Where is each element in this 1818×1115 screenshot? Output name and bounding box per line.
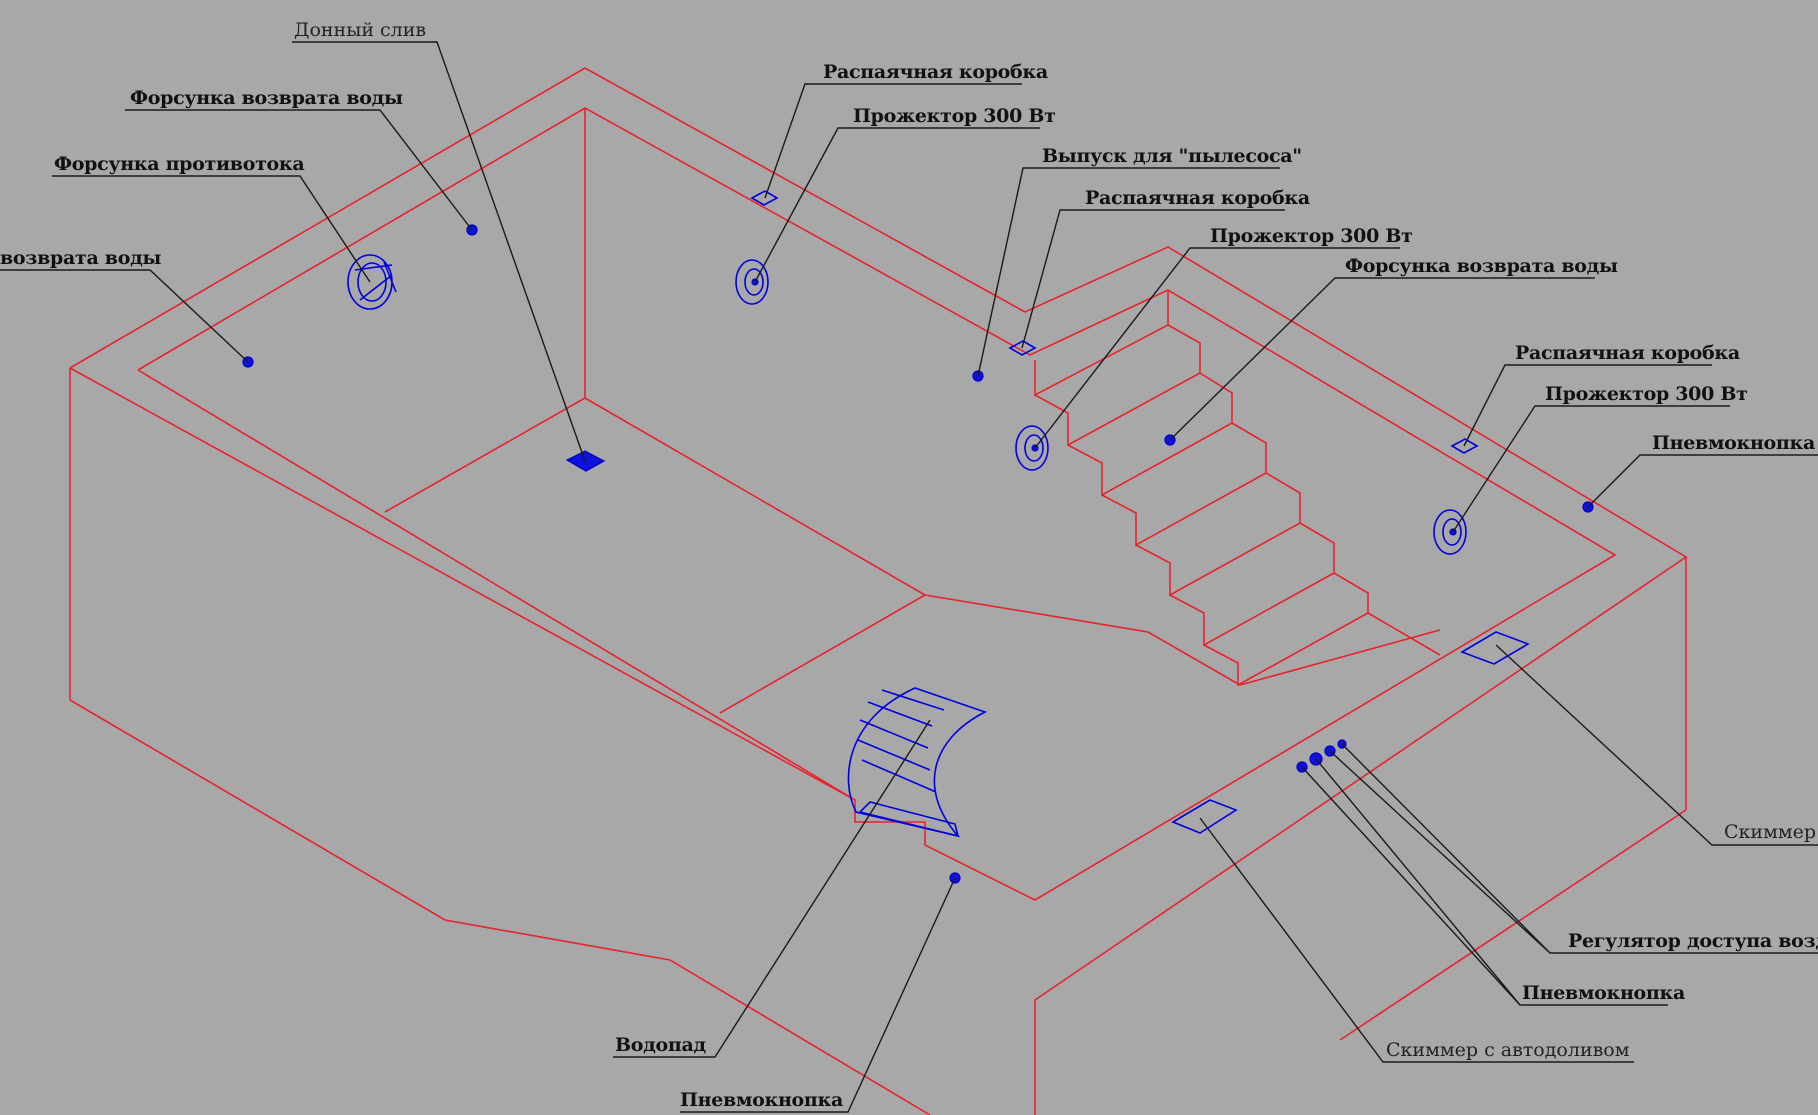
pool-floor-back-edge xyxy=(584,397,926,596)
spotlight-2-icon xyxy=(1015,425,1049,471)
label-spotlight-2: Прожектор 300 Вт xyxy=(1210,225,1413,247)
pool-structure xyxy=(69,67,1688,1115)
label-pneumo-button-bottom: Пневмокнопка xyxy=(1522,982,1685,1004)
skimmer-icon xyxy=(1460,631,1530,665)
label-counterflow-nozzle: Форсунка противотока xyxy=(54,153,304,175)
label-return-nozzle-left: возврата воды xyxy=(0,247,161,269)
label-bottom-drain: Донный слив xyxy=(294,19,426,41)
pool-front-rim xyxy=(69,367,1036,901)
label-pneumo-button-front: Пневмокнопка xyxy=(680,1089,843,1111)
pool-right-bottom-edge xyxy=(1339,809,1687,1041)
junction-box-2-icon xyxy=(1008,340,1037,356)
pool-floor-deep-edge xyxy=(924,594,1149,633)
spotlight-3-icon xyxy=(1433,509,1467,555)
label-junction-box-1: Распаячная коробка xyxy=(823,61,1048,83)
label-spotlight-1: Прожектор 300 Вт xyxy=(853,105,1056,127)
pool-floor-slope-edge xyxy=(719,594,926,714)
label-junction-box-2: Распаячная коробка xyxy=(1085,187,1310,209)
pool-stairs xyxy=(1034,290,1441,687)
labels: Донный слив Форсунка возврата воды Форсу… xyxy=(0,19,1818,1111)
label-air-regulator: Регулятор доступа воздуха xyxy=(1568,930,1818,952)
label-vacuum-outlet: Выпуск для "пылесоса" xyxy=(1042,145,1302,167)
skimmer-autofill-icon xyxy=(1171,799,1238,834)
label-waterfall: Водопад xyxy=(615,1034,706,1056)
junction-box-1-icon xyxy=(750,190,779,206)
label-skimmer: Скиммер xyxy=(1724,821,1816,843)
pool-outer-rim xyxy=(69,67,1688,1115)
pool-floor-deep-edge-2 xyxy=(1147,631,1241,686)
label-spotlight-3: Прожектор 300 Вт xyxy=(1545,383,1748,405)
pool-left-bottom-edge xyxy=(69,699,931,1115)
label-pneumo-button-right: Пневмокнопка xyxy=(1652,432,1815,454)
junction-box-3-icon xyxy=(1450,438,1479,454)
pool-inner-front-left xyxy=(137,369,856,801)
pool-floor-left-edge xyxy=(384,397,586,513)
pool-equipment xyxy=(242,190,1594,884)
waterfall-icon xyxy=(847,687,988,838)
air-regulator-icons xyxy=(1296,739,1347,773)
pool-floor-step-base xyxy=(1239,629,1441,686)
label-skimmer-autofill: Скиммер с автодоливом xyxy=(1386,1039,1630,1061)
label-junction-box-3: Распаячная коробка xyxy=(1515,342,1740,364)
leader-lines xyxy=(0,41,1818,1113)
bottom-drain-icon xyxy=(565,450,606,472)
pool-inner-rim xyxy=(137,107,1617,901)
counterflow-nozzle-icon xyxy=(347,254,397,310)
label-return-nozzle-top: Форсунка возврата воды xyxy=(130,87,403,109)
label-return-nozzle-steps: Форсунка возврата воды xyxy=(1345,255,1618,277)
